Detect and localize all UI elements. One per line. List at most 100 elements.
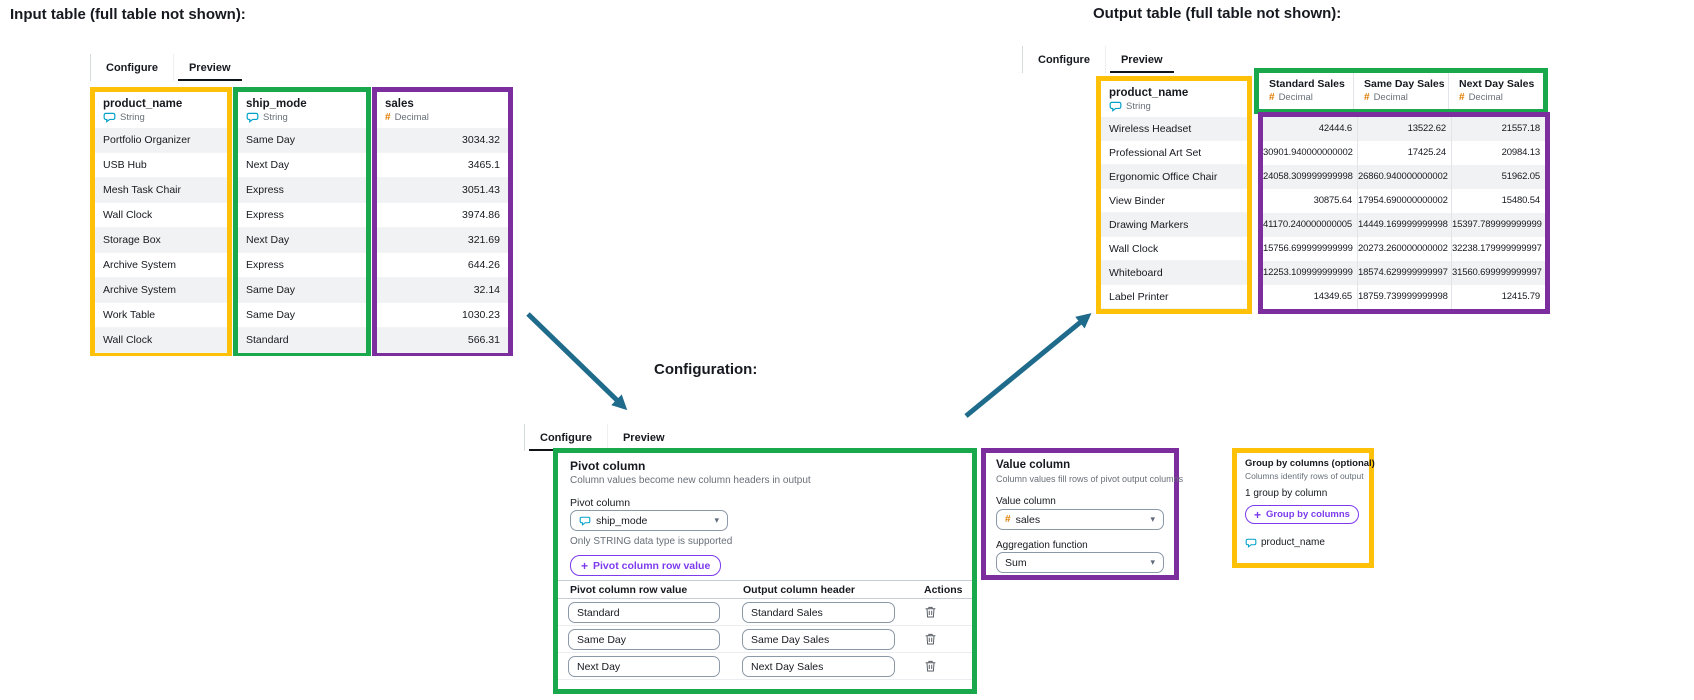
pivot-column-helper: Only STRING data type is supported [570, 536, 733, 547]
output-value-column-header: Next Day Sales#Decimal [1448, 73, 1543, 109]
input-table-cell: Express [238, 253, 366, 278]
group-by-section: Group by columns (optional) Columns iden… [1232, 448, 1375, 568]
decimal-type-icon: # [1459, 91, 1465, 103]
output-value-cell: 31560.699999999997 [1451, 261, 1545, 285]
column-type: #Decimal [1459, 92, 1543, 103]
add-pivot-row-value-button[interactable]: + Pivot column row value [570, 555, 722, 576]
output-value-cell: 20984.13 [1451, 141, 1545, 165]
output-value-cell: 15756.699999999999 [1263, 243, 1353, 254]
output-value-cell: 17954.690000000002 [1357, 189, 1451, 213]
column-type-label: String [120, 112, 145, 123]
arrow-input-to-config [526, 312, 628, 411]
string-type-icon [579, 516, 591, 526]
config-title: Configuration: [654, 361, 758, 378]
column-type-label: Decimal [1373, 92, 1408, 103]
column-name: sales [385, 98, 414, 110]
output-table-title: Output table (full table not shown): [1093, 5, 1342, 22]
output-product-cell: Wireless Headset [1101, 117, 1247, 141]
output-value-cell: 32238.179999999997 [1451, 237, 1545, 261]
value-column-select-value: sales [1015, 513, 1041, 526]
input-table-cell: 32.14 [377, 278, 508, 303]
pivot-mapping-rows [558, 599, 972, 680]
delete-row-button[interactable] [924, 632, 937, 646]
input-column-header-ship-mode: ship_mode String [238, 92, 366, 128]
output-value-cell: 30901.940000000002 [1263, 147, 1353, 158]
chevron-down-icon: ▾ [714, 515, 719, 525]
delete-row-button[interactable] [924, 605, 937, 619]
output-product-cell: Wall Clock [1101, 237, 1247, 261]
input-table-cell: Express [238, 178, 366, 203]
output-value-cell: 17425.24 [1357, 141, 1451, 165]
output-tab-configure[interactable]: Configure [1038, 53, 1090, 66]
group-by-column-name: product_name [1261, 537, 1325, 548]
column-type-label: Decimal [394, 112, 429, 123]
input-table-cell: USB Hub [95, 153, 227, 178]
pivot-mapping-row [558, 599, 972, 626]
input-tab-configure[interactable]: Configure [106, 61, 158, 74]
output-column-header-input[interactable] [742, 629, 895, 650]
column-name: Standard Sales [1269, 78, 1345, 90]
string-type-icon [103, 112, 116, 123]
column-name: product_name [1109, 87, 1189, 99]
aggregation-function-select[interactable]: Sum ▾ [996, 552, 1164, 573]
value-section-title: Value column [996, 459, 1071, 471]
config-tab-configure[interactable]: Configure [525, 424, 607, 451]
output-column-header-header: Output column header [743, 584, 856, 596]
add-group-by-columns-button[interactable]: + Group by columns [1245, 505, 1359, 524]
output-value-cell: 15397.789999999999 [1451, 213, 1545, 237]
add-pivot-row-value-label: Pivot column row value [593, 559, 711, 572]
chevron-down-icon: ▾ [1150, 557, 1155, 567]
pivot-mapping-table-header: Pivot column row value Output column hea… [558, 580, 972, 599]
input-table-cell: Standard [238, 328, 366, 353]
pivot-row-value-input[interactable] [568, 656, 720, 677]
input-table-cell: 3034.32 [377, 128, 508, 153]
output-product-cell: Label Printer [1101, 285, 1247, 309]
decimal-type-icon: # [385, 111, 391, 123]
column-type-label: Decimal [1468, 92, 1503, 103]
config-tabs: Configure Preview [524, 424, 680, 451]
output-column-header-product-name: product_name String [1101, 81, 1247, 117]
config-tab-preview[interactable]: Preview [606, 424, 680, 451]
value-column-section: Value column Column values fill rows of … [981, 448, 1183, 580]
input-table-cell: 3465.1 [377, 153, 508, 178]
output-value-cell: 26860.940000000002 [1357, 165, 1451, 189]
group-by-section-description: Columns identify rows of output [1245, 471, 1364, 481]
input-tab-preview[interactable]: Preview [172, 54, 246, 81]
input-table-title: Input table (full table not shown): [10, 6, 246, 23]
input-table-tabs: Configure Preview [90, 54, 246, 81]
pivot-column-select[interactable]: ship_mode ▾ [570, 510, 728, 531]
delete-row-button[interactable] [924, 659, 937, 673]
input-table-cell: Archive System [95, 253, 227, 278]
group-by-section-title: Group by columns (optional) [1245, 458, 1375, 469]
output-product-cell: Professional Art Set [1101, 141, 1247, 165]
pivot-row-value-input[interactable] [568, 629, 720, 650]
column-type-label: String [263, 112, 288, 123]
input-table-cell: Next Day [238, 153, 366, 178]
pivot-row-value-input[interactable] [568, 602, 720, 623]
output-column-header-input[interactable] [742, 656, 895, 677]
aggregation-function-label: Aggregation function [996, 540, 1088, 551]
input-table-cell: 3051.43 [377, 178, 508, 203]
column-type-label: Decimal [1278, 92, 1313, 103]
add-group-by-columns-label: Group by columns [1266, 509, 1350, 520]
output-value-cell: 12415.79 [1451, 285, 1545, 309]
input-table-cell: Wall Clock [95, 328, 227, 353]
plus-icon: + [581, 558, 589, 573]
value-column-select[interactable]: # sales ▾ [996, 509, 1164, 530]
output-column-header-input[interactable] [742, 602, 895, 623]
output-value-cell: 51962.05 [1451, 165, 1545, 189]
output-tab-preview[interactable]: Preview [1104, 46, 1178, 73]
string-type-icon [1109, 101, 1122, 112]
